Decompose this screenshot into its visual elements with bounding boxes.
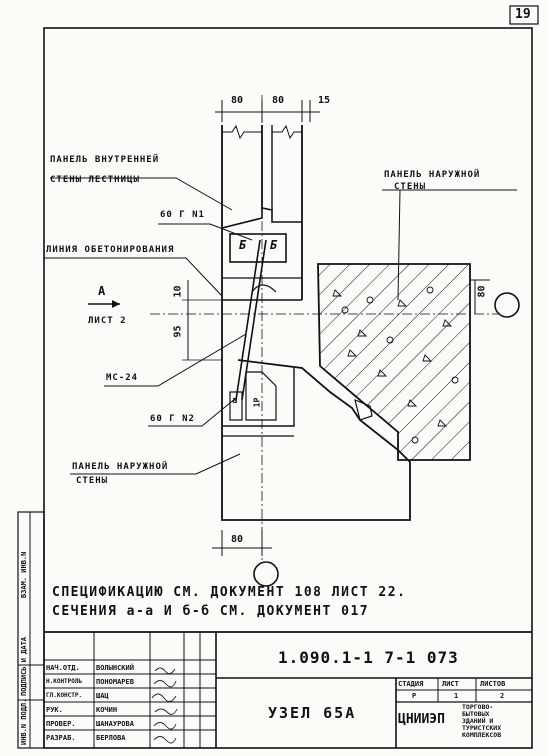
role-name: ШАЦ <box>96 692 109 700</box>
drawing-title: УЗЕЛ 65А <box>268 704 357 722</box>
side-stamp-inv-orig: ИНВ.N ПОДЛ. <box>20 698 28 745</box>
sheets-header: ЛИСТОВ <box>480 680 506 688</box>
side-stamp-replacement-inv: ВЗАМ. ИНВ.N <box>20 551 28 598</box>
stage-value: Р <box>412 692 417 700</box>
label-outer-panel-bottom-1: ПАНЕЛЬ НАРУЖНОЙ <box>72 462 169 472</box>
role-name: ПОНОМАРЕВ <box>96 678 134 686</box>
marker-bottom <box>253 561 279 587</box>
side-stamp-signature-date: ПОДПИСЬ И ДАТА <box>20 636 28 696</box>
note-sections: СЕЧЕНИЯ а-а И б-б СМ. ДОКУМЕНТ 017 <box>52 604 370 619</box>
corner-mark: 19 <box>515 7 531 22</box>
role-label: Н.КОНТРОЛЬ <box>46 678 83 685</box>
role-label: ПРОВЕР. <box>46 720 76 728</box>
label-section-a: A <box>98 284 106 298</box>
stage-header: СТАДИЯ <box>398 680 424 688</box>
dim-top-3: 15 <box>318 95 331 106</box>
label-inner-panel-2: СТЕНЫ ЛЕСТНИЦЫ <box>50 175 140 185</box>
label-section-sheet: ЛИСТ 2 <box>88 316 127 326</box>
label-outer-panel-bottom-2: СТЕНЫ <box>76 476 109 486</box>
org-desc-line: ТУРИСТСКИХ <box>462 724 502 732</box>
org-desc-line: КОМПЛЕКСОВ <box>462 731 502 739</box>
role-name: ШАНАУРОВА <box>96 720 134 728</box>
role-name: ВОЛЫНСКИЙ <box>96 664 134 672</box>
sheet-value: 1 <box>454 692 459 700</box>
dim-bottom-80: 80 <box>231 534 244 545</box>
org-desc-line: ТОРГОВО- <box>462 703 494 711</box>
label-weld-n2: 60 Г N2 <box>150 414 195 424</box>
role-label: РАЗРАБ. <box>46 734 76 742</box>
sheet-frame <box>43 27 533 749</box>
note-specification: СПЕЦИФИКАЦИЮ СМ. ДОКУМЕНТ 108 ЛИСТ 22. <box>52 585 407 600</box>
label-mc24: МС-24 <box>106 373 139 383</box>
org-name: ЦНИИЭП <box>398 712 445 727</box>
label-profile-1p: 1Р <box>252 397 262 408</box>
org-desc-line: ЗДАНИЙ И <box>462 717 494 725</box>
sheet-header: ЛИСТ <box>442 680 459 688</box>
dim-top-1: 80 <box>231 95 244 106</box>
org-description: ТОРГОВО- БЫТОВЫХ ЗДАНИЙ И ТУРИСТСКИХ КОМ… <box>462 704 501 739</box>
role-label: НАЧ.ОТД. <box>46 664 80 672</box>
label-section-a-small: а <box>232 396 238 406</box>
dim-right-80: 80 <box>476 285 488 298</box>
dim-top-2: 80 <box>272 95 285 106</box>
role-name: БЕРЛОВА <box>96 734 126 742</box>
dim-left-10: 10 <box>172 285 184 298</box>
label-weld-n1: 60 Г N1 <box>160 210 205 220</box>
label-section-b-left: Б <box>239 238 247 252</box>
sheets-value: 2 <box>500 692 505 700</box>
document-code: 1.090.1-1 7-1 073 <box>278 648 459 667</box>
outer-panel-hatch <box>317 263 471 461</box>
dim-left-95: 95 <box>172 325 184 338</box>
label-inner-panel-1: ПАНЕЛЬ ВНУТРЕННЕЙ <box>50 155 160 165</box>
label-section-b-right: Б <box>270 238 278 252</box>
org-desc-line: БЫТОВЫХ <box>462 710 490 718</box>
marker-right <box>494 292 520 318</box>
role-label: РУК. <box>46 706 63 714</box>
role-name: КОЧИН <box>96 706 118 714</box>
label-outer-panel-top-1: ПАНЕЛЬ НАРУЖНОЙ <box>384 170 481 180</box>
role-label: ГЛ.КОНСТР. <box>46 692 83 699</box>
side-stamp-box <box>17 511 45 749</box>
label-outer-panel-top-2: СТЕНЫ <box>394 182 427 192</box>
label-concreting-line: ЛИНИЯ ОБЕТОНИРОВАНИЯ <box>46 245 175 255</box>
